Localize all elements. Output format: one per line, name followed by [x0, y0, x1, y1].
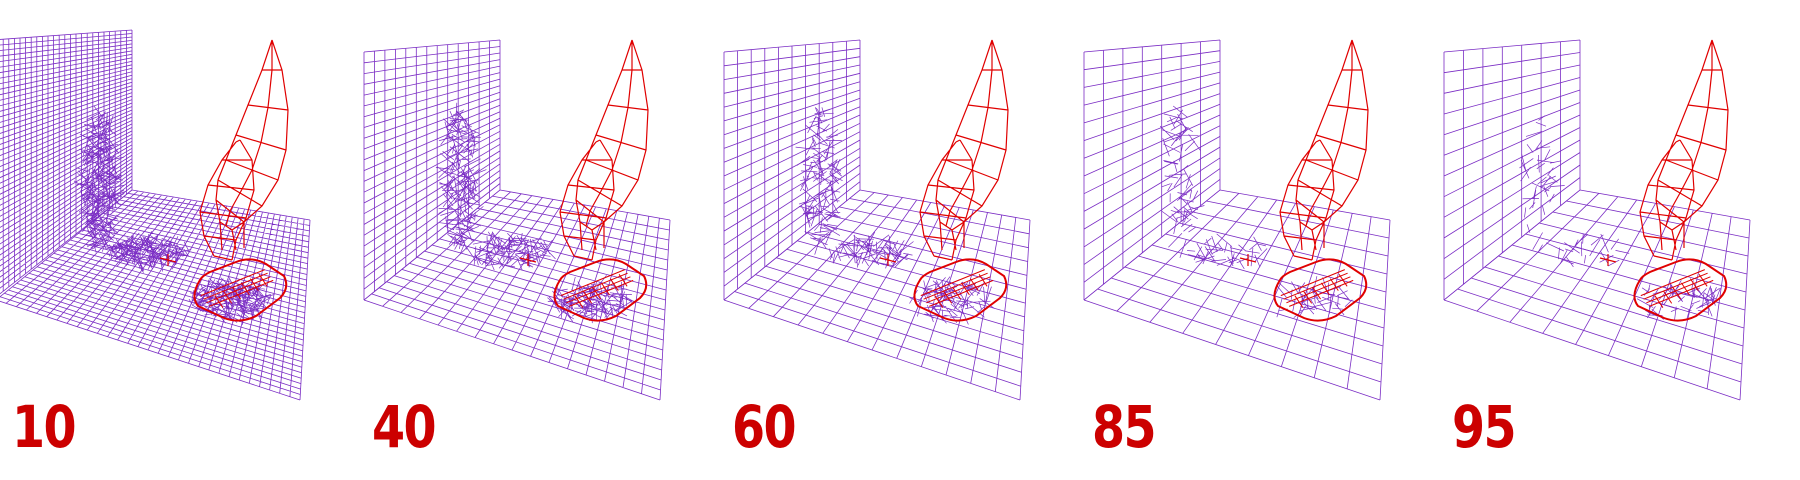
purple-mesh [723, 39, 1031, 401]
model-axis-mark [1239, 254, 1257, 266]
panel-label: 95 [1452, 393, 1517, 461]
red-wireframe-model [1599, 39, 1729, 322]
wireframe-canvas [1083, 39, 1391, 401]
model-axis-mark [159, 254, 177, 266]
panel-1: 10 [0, 0, 360, 480]
wireframe-canvas [1443, 39, 1751, 401]
panel-label: 85 [1092, 393, 1157, 461]
wireframe-canvas [0, 29, 311, 401]
purple-mesh [0, 29, 311, 401]
red-wireframe-model [159, 39, 289, 322]
wireframe-canvas [723, 39, 1031, 401]
red-wireframe-model [519, 39, 649, 322]
wireframe-canvas [363, 39, 671, 401]
model-upper-part [919, 39, 1009, 261]
model-upper-part [559, 39, 649, 261]
model-upper-part [199, 39, 289, 261]
panel-label: 10 [12, 393, 77, 461]
panel-4: 85 [1080, 0, 1440, 480]
model-axis-mark [879, 254, 897, 266]
panel-3: 60 [720, 0, 1080, 480]
model-axis-mark [1599, 254, 1617, 266]
model-upper-part [1279, 39, 1369, 261]
model-axis-mark [519, 254, 537, 266]
red-wireframe-model [879, 39, 1009, 322]
purple-mesh [1443, 39, 1751, 401]
model-base [193, 258, 288, 322]
purple-mesh [363, 39, 671, 401]
red-wireframe-model [1239, 39, 1369, 322]
model-upper-part [1639, 39, 1729, 261]
model-base [1273, 258, 1368, 322]
panel-5: 95 [1440, 0, 1800, 480]
model-base [553, 258, 648, 322]
panel-label: 60 [732, 393, 797, 461]
panel-label: 40 [372, 393, 437, 461]
purple-mesh [1083, 39, 1391, 401]
panel-2: 40 [360, 0, 720, 480]
model-base [1633, 258, 1728, 322]
model-base [913, 258, 1008, 322]
